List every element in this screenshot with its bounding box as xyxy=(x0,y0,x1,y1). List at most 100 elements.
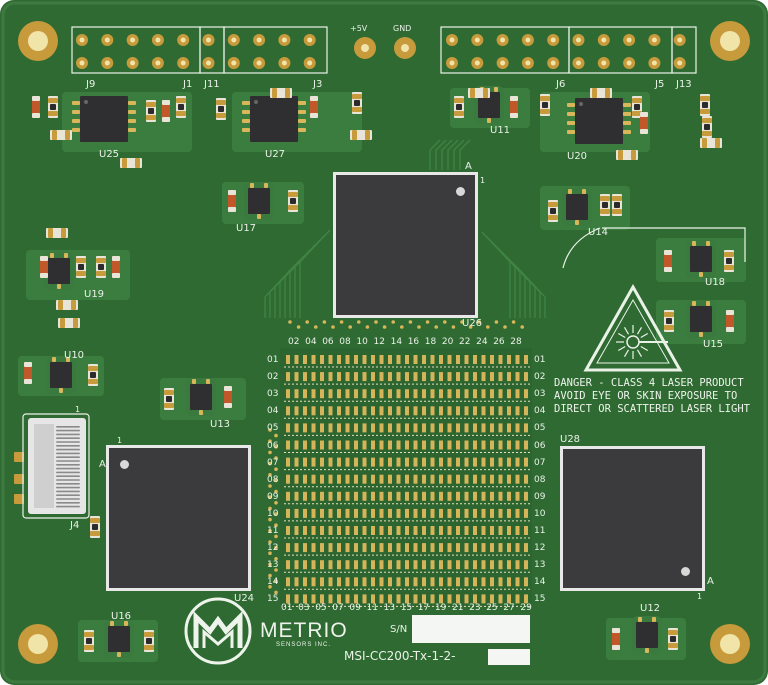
u28-marker-1: 1 xyxy=(697,592,703,601)
array-top-col-label: 06 xyxy=(322,337,334,347)
header-label-j5: J5 xyxy=(655,79,665,90)
array-top-col-label: 08 xyxy=(339,337,351,347)
power-label-gnd: GND xyxy=(393,24,412,33)
array-bottom-col-label: 07 xyxy=(332,603,344,613)
laser-warning-text: DANGER - CLASS 4 LASER PRODUCT AVOID EYE… xyxy=(554,377,750,416)
array-bottom-col-label: 25 xyxy=(486,603,498,613)
plus5v-testpoint xyxy=(354,37,376,59)
array-row-label-left: 03 xyxy=(267,389,279,400)
ref-u10: U10 xyxy=(64,350,85,361)
sn-label: S/N xyxy=(390,624,408,635)
array-bottom-col-label: 27 xyxy=(503,603,515,613)
metrio-logo-icon xyxy=(184,597,252,665)
array-row-label-left: 01 xyxy=(267,355,279,365)
array-top-col-label: 16 xyxy=(407,337,420,347)
array-row-label-left: 12 xyxy=(267,543,279,554)
part-number: MSI-CC200-Tx-1-2- xyxy=(344,649,456,663)
ref-u19: U19 xyxy=(84,289,105,300)
array-row-label-left: 02 xyxy=(267,372,279,383)
mounting-hole-icon xyxy=(18,21,58,61)
array-top-col-label: 10 xyxy=(356,337,368,347)
array-row-label-left: 06 xyxy=(267,440,279,451)
array-top-col-label: 26 xyxy=(493,337,505,347)
ref-u27: U27 xyxy=(265,149,286,160)
u28-bga-chip xyxy=(560,446,705,591)
array-top-col-label: 20 xyxy=(441,337,454,347)
warning-line-1: DANGER - CLASS 4 LASER PRODUCT xyxy=(554,377,744,389)
array-row-label-right: 12 xyxy=(534,543,546,554)
header-label-j11: J11 xyxy=(204,79,220,90)
array-top-col-label: 14 xyxy=(390,337,403,347)
header-label-j13: J13 xyxy=(676,79,692,90)
array-bottom-col-label: 13 xyxy=(383,603,396,613)
array-row-label-left: 11 xyxy=(267,526,279,536)
array-bottom-col-label: 29 xyxy=(520,603,532,613)
array-bottom-col-label: 23 xyxy=(469,603,481,613)
array-top-col-label: 04 xyxy=(305,337,317,347)
ref-u15: U15 xyxy=(703,339,724,350)
array-row-label-right: 11 xyxy=(534,526,546,536)
header-label-j6: J6 xyxy=(556,79,566,90)
array-row-label-left: 13 xyxy=(267,560,279,571)
u26-marker-1: 1 xyxy=(480,176,486,185)
ref-u18: U18 xyxy=(705,277,726,288)
mounting-hole-icon xyxy=(710,624,750,664)
array-bottom-col-label: 15 xyxy=(400,603,413,613)
array-bottom-col-label: 17 xyxy=(417,603,430,613)
array-row-label-right: 14 xyxy=(534,577,546,588)
array-top-col-label: 12 xyxy=(373,337,385,347)
array-row-label-right: 04 xyxy=(534,406,546,417)
array-row-label-left: 04 xyxy=(267,406,279,417)
array-row-label-left: 14 xyxy=(267,577,279,588)
sn-field xyxy=(412,615,530,643)
mounting-hole-icon xyxy=(710,21,750,61)
power-label-5v: +5V xyxy=(350,24,368,33)
array-bottom-col-label: 03 xyxy=(298,603,310,613)
array-row-label-right: 07 xyxy=(534,457,546,468)
array-row-label-left: 05 xyxy=(267,423,279,434)
array-bottom-col-label: 05 xyxy=(315,603,327,613)
array-bottom-col-label: 19 xyxy=(434,603,447,613)
ref-u13: U13 xyxy=(210,419,231,430)
header-label-j3: J3 xyxy=(313,79,323,90)
array-top-col-label: 18 xyxy=(424,337,437,347)
array-bottom-col-label: 21 xyxy=(452,603,464,613)
brand-name: METRIO xyxy=(260,619,348,642)
array-row-label-right: 02 xyxy=(534,372,546,383)
ref-u20: U20 xyxy=(567,151,588,162)
array-row-label-right: 10 xyxy=(534,508,546,519)
ref-u28: U28 xyxy=(560,434,581,445)
header-label-j1: J1 xyxy=(183,79,193,90)
array-top-col-label: 02 xyxy=(288,337,300,347)
header-label-j9: J9 xyxy=(86,79,96,90)
ref-u26: U26 xyxy=(462,318,483,329)
array-row-label-left: 07 xyxy=(267,457,279,468)
array-row-label-left: 09 xyxy=(267,491,279,502)
array-bottom-col-label: 11 xyxy=(366,603,378,613)
u24-marker-a: A xyxy=(99,459,106,470)
u26-bga-chip xyxy=(333,172,478,318)
array-row-label-right: 09 xyxy=(534,491,546,502)
ref-u17: U17 xyxy=(236,223,257,234)
array-row-label-right: 08 xyxy=(534,474,546,485)
u28-marker-a: A xyxy=(707,576,714,587)
ref-u14: U14 xyxy=(588,227,609,238)
array-bottom-col-label: 09 xyxy=(349,603,361,613)
warning-line-3: DIRECT OR SCATTERED LASER LIGHT xyxy=(554,403,750,415)
ref-u12: U12 xyxy=(640,603,661,614)
array-row-label-right: 01 xyxy=(534,355,546,365)
j4-marker-1: 1 xyxy=(75,405,81,414)
array-row-label-left: 08 xyxy=(267,474,279,485)
u26-marker-a: A xyxy=(465,161,472,172)
ref-u11: U11 xyxy=(490,125,511,136)
brand-subtitle: SENSORS INC. xyxy=(276,642,332,648)
ref-j4: J4 xyxy=(70,520,80,531)
laser-warning-icon xyxy=(583,283,683,372)
array-top-col-label: 24 xyxy=(476,337,488,347)
array-bottom-col-label: 01 xyxy=(281,603,293,613)
array-row-label-right: 13 xyxy=(534,560,546,571)
warning-line-2: AVOID EYE OR SKIN EXPOSURE TO xyxy=(554,390,738,402)
array-row-label-right: 06 xyxy=(534,440,546,451)
